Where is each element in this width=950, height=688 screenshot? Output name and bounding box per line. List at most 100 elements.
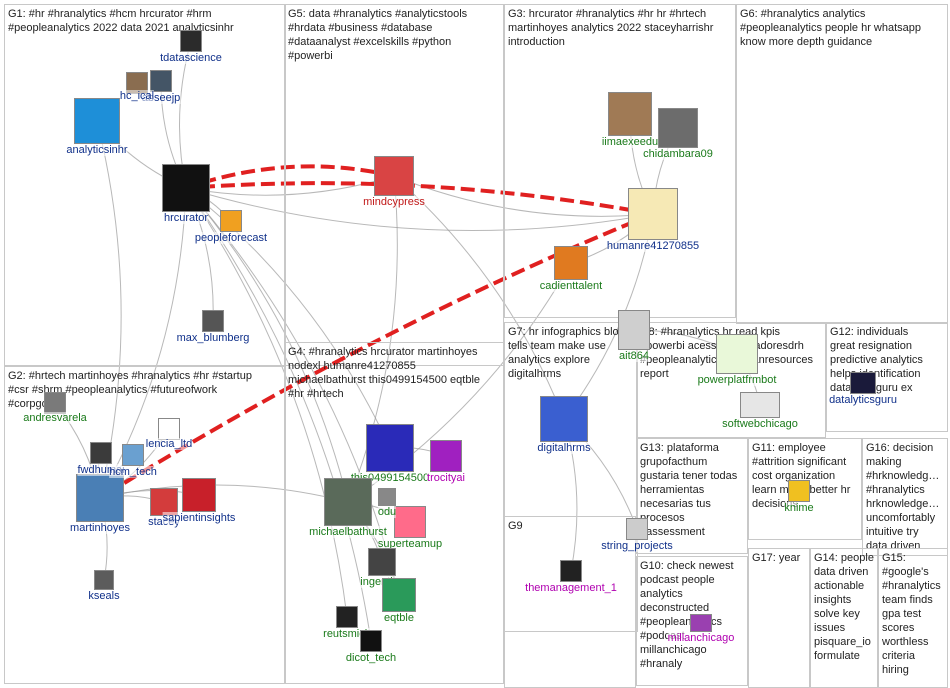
avatar-icon [374,156,414,196]
node-this0499154500[interactable]: this0499154500 [350,424,430,484]
avatar-icon [608,92,652,136]
node-label: kseals [88,590,120,602]
node-datalyticsguru[interactable]: datalyticsguru [829,372,897,406]
node-iimaexeedu[interactable]: iimaexeedu [601,92,659,148]
group-g12-box [826,322,948,432]
node-label: eqtble [384,612,414,624]
node-kseals[interactable]: kseals [88,570,120,602]
group-g9-label: G9 [508,520,523,532]
group-g12-label: G12: individuals great resignation predi… [830,326,923,394]
avatar-icon [554,246,588,280]
avatar-icon [788,480,810,502]
node-label: iimaexeedu [601,136,659,148]
node-lencia_ltd[interactable]: lencia_ltd [145,418,193,450]
group-g2-box [4,366,286,684]
group-g5-box [284,4,504,366]
edge [185,187,654,231]
group-g10-box [636,556,748,686]
node-reutsmich[interactable]: reutsmich [323,606,371,640]
node-label: themanagement_1 [525,582,617,594]
group-g7-box [504,322,638,632]
avatar-icon [44,392,66,414]
node-powerplatfrmbot[interactable]: powerplatfrmbot [697,334,777,386]
node-fwdhumai[interactable]: fwdhumai [77,442,125,476]
node-odu[interactable]: odu [377,488,397,518]
node-label: michaelbathurst [309,526,387,538]
node-superteamup[interactable]: superteamup [377,506,443,550]
node-cadienttalent[interactable]: cadienttalent [539,246,603,292]
node-label: martinhoyes [70,522,130,534]
node-mindcypress[interactable]: mindcypress [363,156,425,208]
node-label: hc_ical [119,90,155,102]
group-g16-box [862,438,948,556]
node-michaelbathurst[interactable]: michaelbathurst [309,478,387,538]
avatar-icon [366,424,414,472]
node-themanagement_1[interactable]: themanagement_1 [525,560,617,594]
node-label: dicot_tech [345,652,397,664]
node-hcm_tech[interactable]: hcm_tech [109,444,157,478]
group-g15-label: G15: #google's #hranalytics team finds g… [882,552,941,676]
node-label: odu [377,506,397,518]
node-eqtble[interactable]: eqtble [382,578,416,624]
avatar-icon [324,478,372,526]
node-label: hrcurator [163,212,209,224]
node-chidambara09[interactable]: chidambara09 [643,108,713,160]
node-label: analyticsinhr [66,144,128,156]
group-g2-label: G2: #hrtech martinhoyes #hranalytics #hr… [8,370,252,410]
avatar-icon [368,548,396,576]
node-ait864[interactable]: ait864 [618,310,650,362]
node-max_blumberg[interactable]: max_blumberg [176,310,250,344]
node-peopleforecast[interactable]: peopleforecast [194,210,268,244]
group-g6-box [736,4,948,324]
node-abseejp[interactable]: abseejp [141,70,181,104]
avatar-icon [540,396,588,442]
avatar-icon [628,188,678,240]
node-label: string_projects [601,540,673,552]
node-string_projects[interactable]: string_projects [601,518,673,552]
node-andresvarela[interactable]: andresvarela [23,392,87,424]
node-trocityai[interactable]: trocityai [427,440,465,484]
node-label: chidambara09 [643,148,713,160]
group-g3-label: G3: hrcurator #hranalytics #hr hr #hrtec… [508,8,714,48]
group-g14-label: G14: people data driven actionable insig… [814,552,874,662]
node-label: mindcypress [363,196,425,208]
avatar-icon [94,570,114,590]
node-softwebchicago[interactable]: softwebchicago [722,392,798,430]
avatar-icon [150,70,172,92]
node-dicot_tech[interactable]: dicot_tech [345,630,397,664]
avatar-icon [162,164,210,212]
edge [99,484,349,503]
node-label: digitalhrms [537,442,591,454]
group-g4-label: G4: #hranalytics hrcurator martinhoyes n… [288,346,481,400]
avatar-icon [394,506,426,538]
node-label: ait864 [619,350,649,362]
group-g8-box [636,322,826,438]
group-g1-box [4,4,286,366]
avatar-icon [336,606,358,628]
avatar-icon [158,418,180,440]
avatar-icon [150,488,178,516]
node-hc_ical[interactable]: hc_ical [119,72,155,102]
edge [347,175,398,503]
node-label: cadienttalent [539,280,603,292]
node-sapientinsights[interactable]: sapientinsights [162,478,236,524]
node-ingentis[interactable]: ingentiss [360,548,404,588]
node-humanre41270855[interactable]: humanre41270855 [606,188,700,252]
node-knime[interactable]: knime [784,480,814,514]
node-hrcurator[interactable]: hrcurator [162,164,210,224]
avatar-icon [740,392,780,418]
node-tdatascience[interactable]: tdatascience [160,30,222,64]
avatar-icon [122,444,144,466]
avatar-icon [360,630,382,652]
node-analyticsinhr[interactable]: analyticsinhr [66,98,128,156]
node-millanchicago[interactable]: millanchicago [667,614,735,644]
group-g11-label: G11: employee #attrition significant cos… [752,442,851,510]
group-g5-label: G5: data #hranalytics #analyticstools #h… [288,8,468,62]
node-martinhoyes[interactable]: martinhoyes [70,474,130,534]
node-label: powerplatfrmbot [697,374,777,386]
avatar-icon [182,478,216,512]
node-digitalhrms[interactable]: digitalhrms [537,396,591,454]
highlighted-edge [185,181,654,216]
edge [99,187,187,499]
